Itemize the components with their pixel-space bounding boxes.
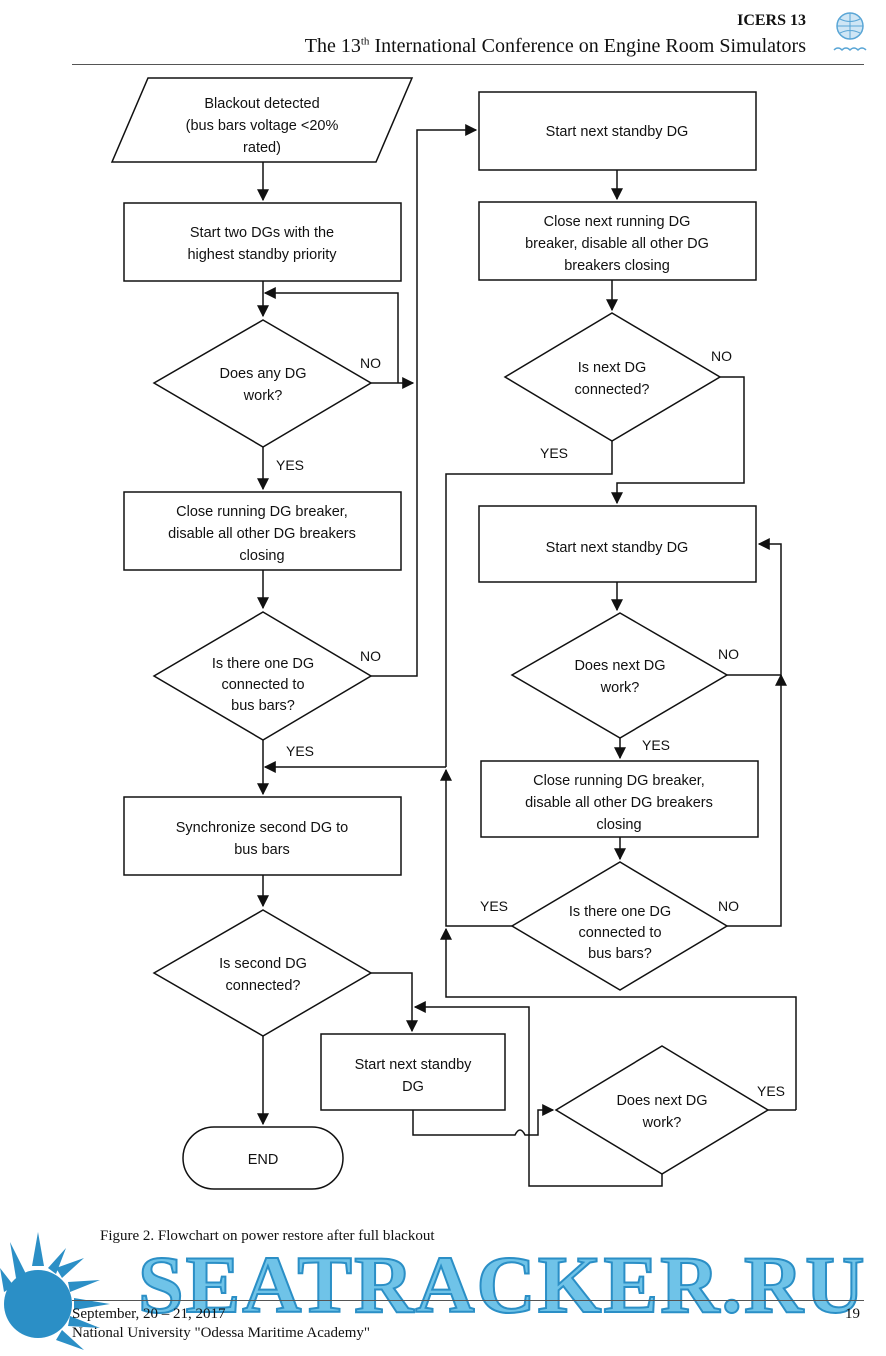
- one-dg-connected-decision-2: [510, 861, 729, 991]
- end-text: END: [248, 1152, 279, 1168]
- box3-text-2: bus bars: [234, 842, 290, 858]
- connector: [371, 972, 418, 1033]
- header-rule: [72, 64, 864, 65]
- start-next-standby-box-2: [478, 505, 757, 583]
- rbox2-text-1: Close next running DG: [544, 214, 691, 230]
- dec1-text-1: Does any DG: [219, 366, 306, 382]
- conf-suffix: International Conference on Engine Room …: [369, 35, 806, 57]
- box2-text-3: closing: [239, 548, 284, 564]
- start-next-standby-box-1: [478, 91, 757, 171]
- start-text-2: (bus bars voltage <20%: [186, 118, 339, 134]
- close-running-breaker-box-2: [480, 760, 759, 838]
- rbox1-text: Start next standby DG: [546, 124, 689, 140]
- connector: [727, 673, 787, 927]
- box1-text-1: Start two DGs with the: [190, 225, 334, 241]
- rbox2-text-2: breaker, disable all other DG: [525, 236, 709, 252]
- rbox5-text-2: DG: [402, 1079, 424, 1095]
- box2-text-2: disable all other DG breakers: [168, 526, 356, 542]
- end-terminator: [182, 1126, 344, 1190]
- conf-sup: th: [360, 35, 370, 48]
- one-dg-connected-decision: [152, 611, 373, 741]
- rdec2-text-1: Does next DG: [574, 658, 665, 674]
- header-conference-title: The 13th International Conference on Eng…: [305, 35, 806, 58]
- second-dg-connected-decision: [152, 909, 373, 1037]
- footer-organization: National University "Odessa Maritime Aca…: [72, 1325, 371, 1341]
- rbox4-text-1: Close running DG breaker,: [533, 773, 705, 789]
- connector: [412, 1104, 555, 1136]
- box3-text-1: Synchronize second DG to: [176, 820, 348, 836]
- dec2-text-3: bus bars?: [231, 698, 295, 714]
- connector: [727, 538, 782, 676]
- dec3-text-1: Is second DG: [219, 956, 307, 972]
- connector: [440, 768, 512, 927]
- dec2-text-2: connected to: [221, 677, 304, 693]
- box1-text-2: highest standby priority: [187, 247, 337, 263]
- rbox5-text-1: Start next standby: [355, 1057, 473, 1073]
- rdec3-text-1: Is there one DG: [569, 904, 671, 920]
- next-dg-connected-decision: [503, 312, 722, 442]
- figure-caption: Figure 2. Flowchart on power restore aft…: [100, 1228, 435, 1244]
- dec1-text-2: work?: [243, 388, 283, 404]
- conf-prefix: The 13: [304, 35, 361, 57]
- rdec3-text-2: connected to: [578, 925, 661, 941]
- no-label: NO: [718, 898, 739, 914]
- yes-label: YES: [757, 1083, 785, 1099]
- start-next-standby-box-3: [320, 1033, 506, 1111]
- rbox2-text-3: breakers closing: [564, 258, 670, 274]
- connector: [413, 1001, 663, 1187]
- rdec4-text-1: Does next DG: [616, 1093, 707, 1109]
- rdec2-text-2: work?: [600, 680, 640, 696]
- start-two-dgs-box: [123, 202, 402, 282]
- rdec1-text-1: Is next DG: [578, 360, 647, 376]
- footer-rule: [72, 1300, 864, 1301]
- dec2-text-1: Is there one DG: [212, 656, 314, 672]
- yes-label: YES: [480, 898, 508, 914]
- header-short-title: ICERS 13: [737, 12, 806, 29]
- flowchart: Blackout detected (bus bars voltage <20%…: [110, 77, 797, 1190]
- footer-date: September, 20 – 21, 2017: [72, 1306, 226, 1322]
- connector: [611, 376, 745, 505]
- connector: [440, 927, 797, 1110]
- yes-label: YES: [276, 457, 304, 473]
- no-label: NO: [718, 646, 739, 662]
- start-text-3: rated): [243, 140, 281, 156]
- next-dg-work-decision-2: [554, 1045, 770, 1175]
- rbox4-text-3: closing: [596, 817, 641, 833]
- sun-logo-icon: [0, 1232, 110, 1350]
- connector: [371, 124, 478, 677]
- synchronize-second-dg-box: [123, 796, 402, 876]
- dec3-text-2: connected?: [226, 978, 301, 994]
- box2-text-1: Close running DG breaker,: [176, 504, 348, 520]
- watermark-text: SEATRACKER.RU: [137, 1239, 867, 1330]
- any-dg-work-decision: [152, 319, 373, 448]
- rbox3-text: Start next standby DG: [546, 540, 689, 556]
- close-running-breaker-box: [123, 491, 402, 571]
- connector: [263, 287, 399, 383]
- yes-label: YES: [540, 445, 568, 461]
- rdec3-text-3: bus bars?: [588, 946, 652, 962]
- start-parallelogram: [110, 77, 414, 163]
- close-next-running-box: [478, 201, 757, 281]
- yes-label: YES: [642, 737, 670, 753]
- connector: [445, 441, 613, 767]
- yes-label: YES: [286, 743, 314, 759]
- next-dg-work-decision-1: [510, 612, 729, 739]
- rdec4-text-2: work?: [642, 1115, 682, 1131]
- no-label: NO: [360, 648, 381, 664]
- no-label: NO: [360, 355, 381, 371]
- globe-logo-icon: [833, 12, 867, 52]
- rbox4-text-2: disable all other DG breakers: [525, 795, 713, 811]
- rdec1-text-2: connected?: [575, 382, 650, 398]
- no-label: NO: [711, 348, 732, 364]
- page-number: 19: [845, 1306, 860, 1322]
- start-text-1: Blackout detected: [204, 96, 319, 112]
